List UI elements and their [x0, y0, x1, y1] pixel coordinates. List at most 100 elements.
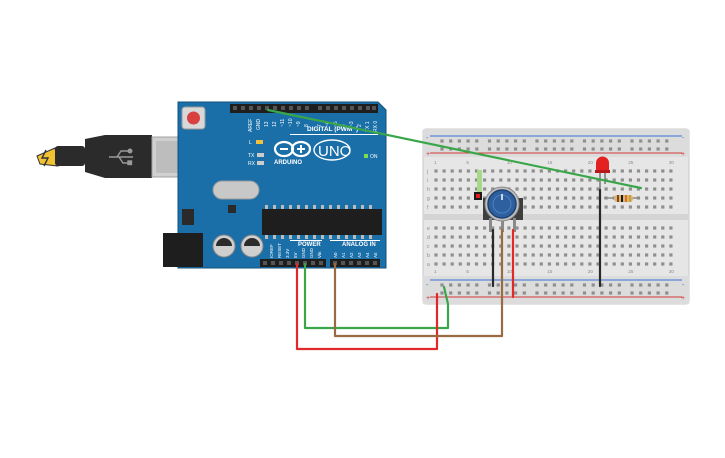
breadboard-hole[interactable]	[628, 253, 632, 257]
breadboard-hole[interactable]	[612, 169, 616, 173]
breadboard-hole[interactable]	[499, 169, 503, 173]
breadboard-hole[interactable]	[628, 178, 632, 182]
breadboard-hole[interactable]	[547, 244, 551, 248]
breadboard-hole[interactable]	[570, 147, 574, 151]
breadboard-hole[interactable]	[458, 187, 462, 191]
breadboard-hole[interactable]	[539, 235, 543, 239]
breadboard-hole[interactable]	[591, 291, 595, 295]
breadboard-hole[interactable]	[442, 187, 446, 191]
analog-header[interactable]	[330, 259, 380, 267]
breadboard-hole[interactable]	[442, 196, 446, 200]
breadboard-hole[interactable]	[544, 283, 548, 287]
breadboard-hole[interactable]	[522, 139, 526, 143]
breadboard-hole[interactable]	[466, 169, 470, 173]
breadboard-hole[interactable]	[499, 178, 503, 182]
breadboard-hole[interactable]	[591, 283, 595, 287]
breadboard-hole[interactable]	[483, 178, 487, 182]
breadboard-hole[interactable]	[580, 187, 584, 191]
breadboard-hole[interactable]	[630, 147, 634, 151]
breadboard-hole[interactable]	[564, 187, 568, 191]
breadboard-hole[interactable]	[628, 187, 632, 191]
breadboard-hole[interactable]	[523, 244, 527, 248]
breadboard-hole[interactable]	[628, 235, 632, 239]
breadboard-hole[interactable]	[617, 147, 621, 151]
breadboard-hole[interactable]	[507, 178, 511, 182]
breadboard-hole[interactable]	[636, 178, 641, 182]
breadboard-hole[interactable]	[580, 244, 584, 248]
breadboard-hole[interactable]	[522, 283, 526, 287]
breadboard-hole[interactable]	[661, 262, 665, 266]
breadboard-hole[interactable]	[547, 253, 551, 257]
breadboard-hole[interactable]	[474, 226, 479, 230]
breadboard-hole[interactable]	[466, 291, 470, 295]
digital-header[interactable]	[230, 104, 378, 113]
breadboard-hole[interactable]	[535, 291, 539, 295]
breadboard-hole[interactable]	[474, 262, 479, 266]
breadboard-hole[interactable]	[588, 235, 592, 239]
breadboard-hole[interactable]	[515, 178, 519, 182]
breadboard-hole[interactable]	[570, 291, 574, 295]
breadboard-hole[interactable]	[669, 196, 673, 200]
breadboard-hole[interactable]	[570, 283, 574, 287]
breadboard-hole[interactable]	[434, 196, 438, 200]
wire-green-pin13-to-resistor[interactable]	[266, 108, 643, 190]
breadboard-hole[interactable]	[580, 235, 584, 239]
breadboard-hole[interactable]	[449, 283, 453, 287]
breadboard-hole[interactable]	[442, 226, 446, 230]
breadboard-hole[interactable]	[661, 226, 665, 230]
breadboard-hole[interactable]	[499, 235, 503, 239]
breadboard-hole[interactable]	[442, 169, 446, 173]
breadboard-hole[interactable]	[442, 253, 446, 257]
breadboard-hole[interactable]	[588, 169, 592, 173]
breadboard-hole[interactable]	[572, 262, 576, 266]
breadboard-hole[interactable]	[561, 147, 565, 151]
breadboard-hole[interactable]	[552, 283, 556, 287]
breadboard-hole[interactable]	[572, 187, 576, 191]
breadboard-hole[interactable]	[531, 226, 535, 230]
breadboard-hole[interactable]	[653, 262, 657, 266]
breadboard-hole[interactable]	[669, 178, 673, 182]
breadboard-hole[interactable]	[600, 291, 604, 295]
breadboard-hole[interactable]	[434, 226, 438, 230]
breadboard-hole[interactable]	[617, 291, 621, 295]
breadboard-hole[interactable]	[665, 291, 669, 295]
breadboard-hole[interactable]	[596, 244, 600, 248]
breadboard-hole[interactable]	[612, 205, 616, 209]
breadboard-hole[interactable]	[580, 169, 584, 173]
breadboard-hole[interactable]	[661, 196, 665, 200]
breadboard-hole[interactable]	[515, 262, 519, 266]
breadboard-hole[interactable]	[612, 262, 616, 266]
breadboard-hole[interactable]	[450, 187, 454, 191]
breadboard-hole[interactable]	[669, 262, 673, 266]
breadboard-hole[interactable]	[466, 235, 470, 239]
breadboard-hole[interactable]	[620, 205, 624, 209]
breadboard-hole[interactable]	[572, 235, 576, 239]
breadboard-hole[interactable]	[564, 253, 568, 257]
breadboard-hole[interactable]	[572, 196, 576, 200]
breadboard-hole[interactable]	[531, 253, 535, 257]
breadboard-hole[interactable]	[609, 291, 613, 295]
breadboard-hole[interactable]	[547, 196, 551, 200]
breadboard-hole[interactable]	[514, 147, 518, 151]
breadboard-hole[interactable]	[653, 244, 657, 248]
breadboard-hole[interactable]	[449, 139, 453, 143]
breadboard-hole[interactable]	[440, 147, 444, 151]
breadboard-hole[interactable]	[515, 253, 519, 257]
breadboard-hole[interactable]	[669, 235, 673, 239]
breadboard-hole[interactable]	[507, 235, 511, 239]
breadboard-hole[interactable]	[572, 253, 576, 257]
breadboard-hole[interactable]	[636, 187, 641, 191]
breadboard-hole[interactable]	[572, 169, 576, 173]
breadboard-hole[interactable]	[531, 244, 535, 248]
breadboard-hole[interactable]	[434, 178, 438, 182]
breadboard-hole[interactable]	[645, 205, 649, 209]
breadboard-hole[interactable]	[466, 139, 470, 143]
breadboard-hole[interactable]	[639, 291, 643, 295]
breadboard-hole[interactable]	[523, 205, 527, 209]
breadboard-hole[interactable]	[487, 291, 492, 295]
breadboard-hole[interactable]	[466, 262, 470, 266]
breadboard-hole[interactable]	[612, 187, 616, 191]
breadboard-hole[interactable]	[564, 226, 568, 230]
breadboard-hole[interactable]	[653, 235, 657, 239]
breadboard-hole[interactable]	[457, 291, 461, 295]
